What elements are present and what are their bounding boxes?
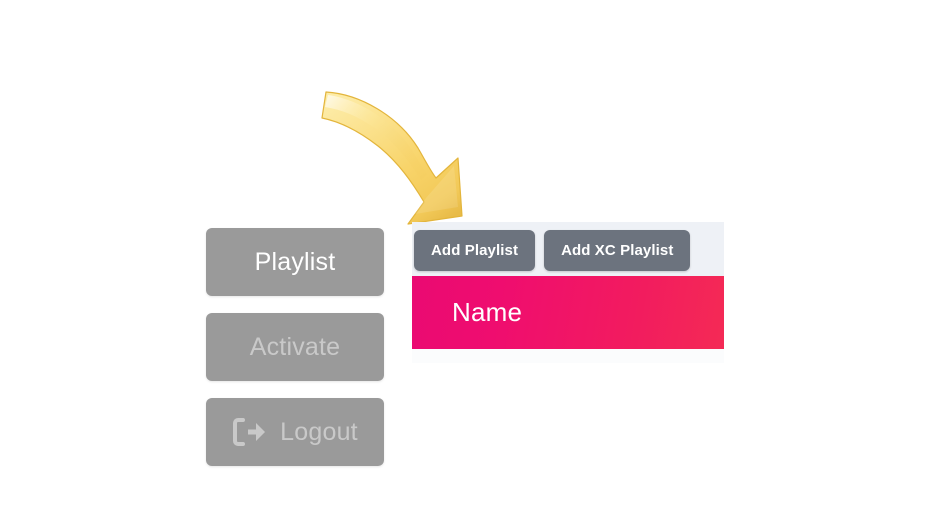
add-xc-playlist-button[interactable]: Add XC Playlist (544, 230, 691, 271)
logout-icon (232, 417, 266, 447)
column-header-name: Name (452, 297, 523, 327)
add-playlist-button[interactable]: Add Playlist (414, 230, 536, 271)
sidebar-nav: Playlist Activate Logout (206, 228, 384, 466)
playlist-table-header: Name (412, 276, 724, 349)
sidebar-item-logout[interactable]: Logout (206, 398, 384, 466)
sidebar-item-label: Logout (280, 417, 358, 446)
sidebar-item-playlist[interactable]: Playlist (206, 228, 384, 296)
pointer-arrow-icon (312, 74, 482, 239)
sidebar-item-label: Activate (249, 332, 341, 361)
playlist-panel: Add Playlist Add XC Playlist Name (412, 222, 724, 363)
playlist-table-body (412, 349, 724, 363)
sidebar-item-label: Playlist (254, 247, 336, 276)
panel-toolbar: Add Playlist Add XC Playlist (412, 226, 724, 276)
sidebar-item-activate[interactable]: Activate (206, 313, 384, 381)
